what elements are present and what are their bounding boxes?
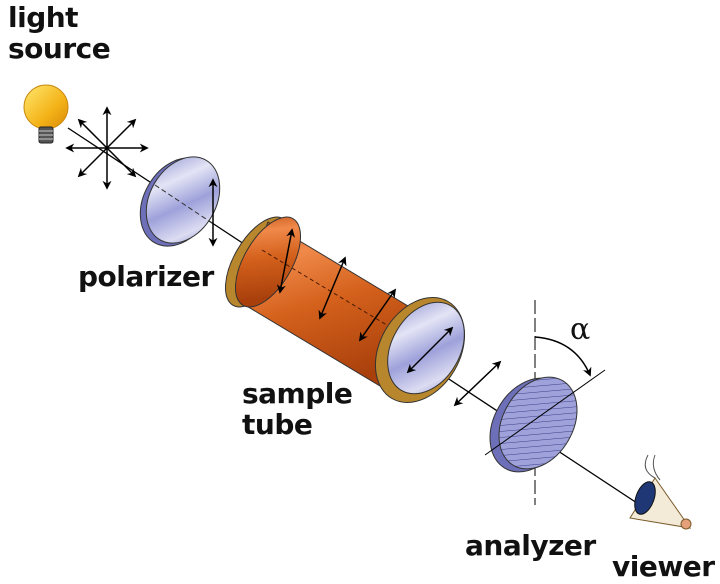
light-bulb-icon [23, 84, 69, 144]
analyzer-label: analyzer [465, 529, 596, 562]
light-source-label-line1: light [8, 1, 79, 34]
sample-tube-label-line1: sample [242, 377, 353, 410]
light-source-label-line2: source [8, 32, 111, 65]
rotation-angle-arc [534, 336, 592, 377]
sample-tube-label: sample tube [242, 377, 353, 441]
eye-icon [629, 454, 692, 530]
unpolarized-light-icon [65, 106, 149, 190]
analyzer-disc [484, 300, 606, 505]
alpha-angle-label: α [570, 312, 591, 347]
rotating-vibration-arrows [276, 228, 502, 407]
sample-tube-label-line2: tube [242, 408, 313, 441]
viewer-label: viewer [612, 550, 715, 583]
polarizer-disc [139, 156, 221, 247]
light-source-label: light source [8, 1, 111, 65]
polarizer-label: polarizer [78, 260, 214, 293]
